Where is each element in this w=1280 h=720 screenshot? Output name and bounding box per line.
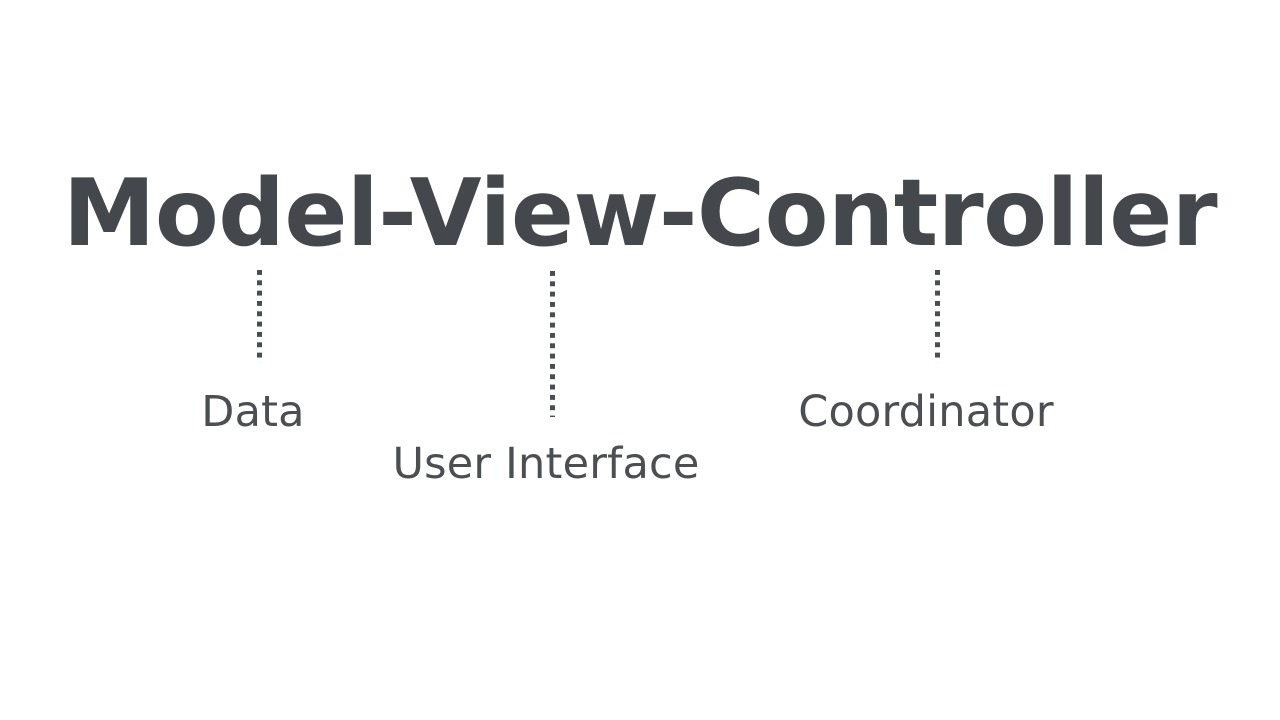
- branch-label-model: Data: [201, 387, 305, 437]
- connector-line-view: [549, 271, 555, 417]
- branch-label-view: User Interface: [392, 439, 700, 489]
- page-title: Model-View-Controller: [62, 159, 1218, 267]
- connector-line-controller: [934, 270, 940, 363]
- branch-label-controller: Coordinator: [798, 387, 1054, 437]
- connector-line-model: [256, 270, 262, 363]
